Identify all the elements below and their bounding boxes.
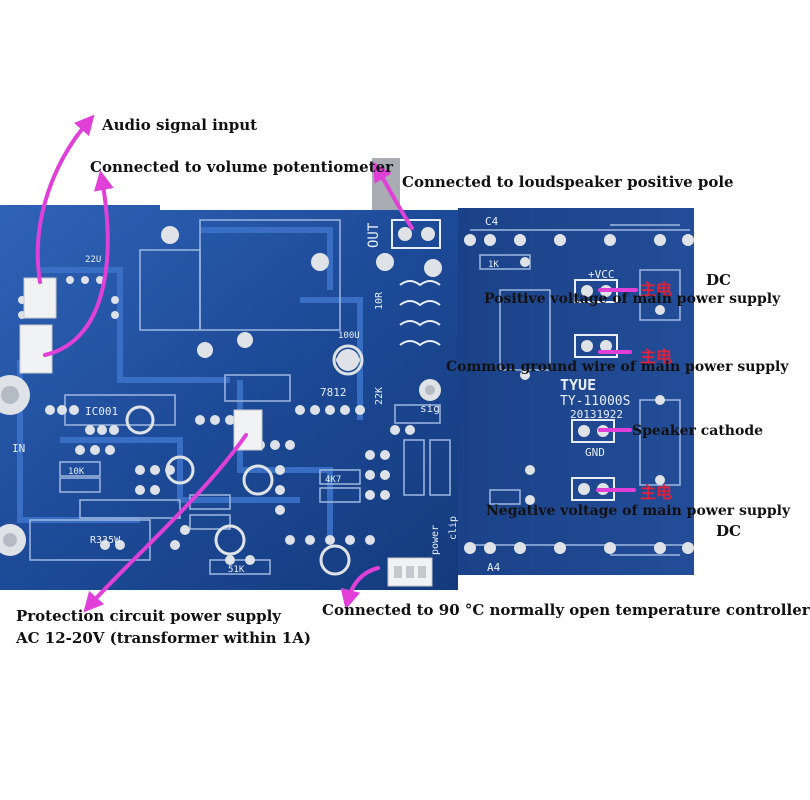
arrow-protection-power <box>83 433 248 613</box>
white-connectors <box>19 277 433 587</box>
silk-vcc: +VCC <box>588 268 615 281</box>
silk-a4: A4 <box>487 561 501 574</box>
silk-clip: clip <box>448 516 459 540</box>
annotation-arrows <box>35 114 638 613</box>
arrow-temp-controller <box>340 566 380 610</box>
silk-in: IN <box>12 442 25 455</box>
silk-power: power <box>430 525 441 555</box>
label-protection-line1: Protection circuit power supply <box>16 607 281 625</box>
silk-100u: 100U <box>338 331 360 341</box>
silk-10k: 10K <box>68 467 85 477</box>
inductor <box>399 280 441 347</box>
label-audio-input: Audio signal input <box>102 116 258 134</box>
arrow-speaker-positive <box>372 161 414 230</box>
label-speaker-positive: Connected to loudspeaker positive pole <box>402 173 734 191</box>
capacitors <box>125 344 364 576</box>
silk-22k: 22K <box>374 387 385 405</box>
label-volume-pot: Connected to volume potentiometer <box>90 158 394 176</box>
silk-sig: sig <box>420 402 440 415</box>
silk-c4: C4 <box>485 215 499 228</box>
label-common-ground: Common ground wire of main power supply <box>446 359 789 375</box>
label-positive-voltage: Positive voltage of main power supply <box>484 291 781 307</box>
silk-ic001: IC001 <box>85 405 118 418</box>
right-board-pads <box>464 234 694 554</box>
silk-1k: 1K <box>488 260 499 270</box>
silk-4k7: 4K7 <box>325 475 341 485</box>
model-brand: TYUE <box>560 376 596 394</box>
out-terminal <box>391 219 441 249</box>
cjk-main-power-3: 主电 <box>640 483 672 502</box>
arrow-volume-pot <box>43 170 114 357</box>
left-board <box>0 205 470 590</box>
silk-7812: 7812 <box>320 386 347 399</box>
mounting-holes <box>0 226 442 556</box>
label-protection-line2: AC 12-20V (transformer within 1A) <box>16 629 311 647</box>
label-speaker-cathode: Speaker cathode <box>632 423 764 439</box>
model-name: TY-11000S <box>560 394 630 409</box>
silk-r335w: R335W <box>90 535 121 546</box>
label-temp-controller: Connected to 90 °C normally open tempera… <box>322 601 810 619</box>
cjk-main-power-2: 主电 <box>640 347 672 366</box>
arrow-audio-input <box>35 114 95 284</box>
silk-10r: 10R <box>374 291 385 310</box>
model-date: 20131922 <box>570 408 623 421</box>
label-dc-top: DC <box>706 271 731 289</box>
silk-gnd: GND <box>585 446 605 459</box>
silk-51k: 51K <box>228 565 245 575</box>
silk-22u: 22U <box>85 255 101 265</box>
label-negative-voltage: Negative voltage of main power supply <box>486 503 791 519</box>
silk-out: OUT <box>366 222 382 248</box>
cjk-main-power-1: 主电 <box>640 280 672 299</box>
grey-block <box>160 155 400 210</box>
label-dc-bottom: DC <box>716 522 741 540</box>
